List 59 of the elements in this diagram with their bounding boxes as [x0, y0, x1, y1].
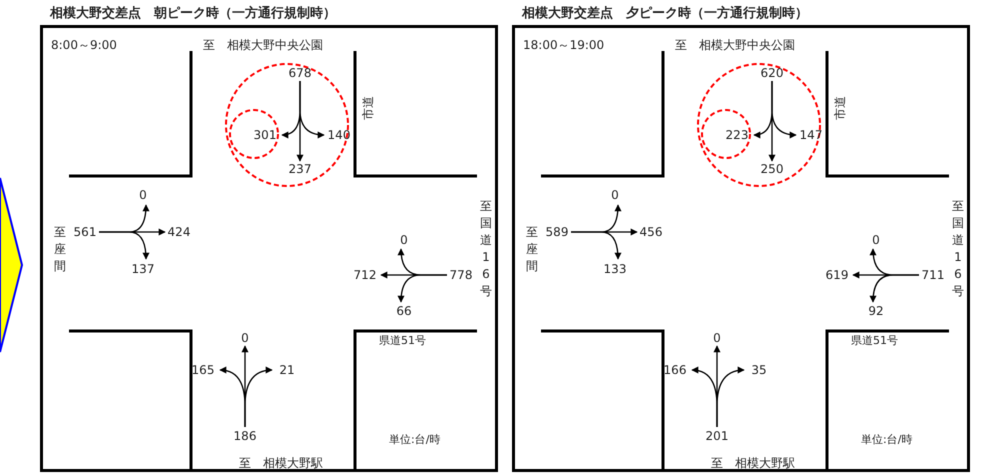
flow-arrow: [99, 231, 150, 260]
flow-arrow: [716, 366, 745, 427]
destination-label: 至座間: [53, 224, 67, 275]
traffic-count: 0: [139, 188, 147, 202]
traffic-count: 186: [234, 429, 256, 443]
flow-arrow: [768, 81, 776, 162]
destination-label: 至 相模大野駅: [711, 456, 795, 470]
destination-label: 至 相模大野中央公園: [675, 38, 795, 52]
traffic-count: 620: [760, 66, 784, 80]
traffic-count: 0: [713, 331, 721, 345]
chevron-shape: [0, 177, 24, 353]
traffic-count: 66: [396, 304, 412, 318]
flow-arrow: [870, 274, 919, 303]
time-range: 18:00～19:00: [523, 38, 604, 52]
flow-arrow: [571, 231, 622, 260]
traffic-count: 35: [751, 363, 767, 377]
traffic-count: 92: [868, 304, 884, 318]
unit-note: 単位:台/時: [389, 433, 440, 447]
road-name: 県道51号: [379, 334, 426, 348]
traffic-count: 21: [279, 363, 295, 377]
traffic-count: 678: [288, 66, 312, 80]
traffic-count: 137: [132, 262, 154, 276]
traffic-count: 0: [400, 233, 408, 247]
traffic-count: 140: [328, 128, 350, 142]
destination-label: 至 相模大野駅: [239, 456, 323, 470]
road-name: 県道51号: [851, 334, 898, 348]
traffic-count: 223: [726, 128, 748, 142]
traffic-count: 250: [760, 162, 784, 176]
traffic-count: 0: [872, 233, 880, 247]
time-range: 8:00～9:00: [51, 38, 117, 52]
traffic-count: 201: [706, 429, 728, 443]
destination-label: 至国道16号: [479, 198, 493, 300]
destination-label: 至国道16号: [951, 198, 965, 300]
traffic-count: 424: [168, 225, 190, 239]
destination-label: 至 相模大野中央公園: [203, 38, 323, 52]
traffic-count: 711: [922, 268, 944, 282]
road-name: 市道: [361, 96, 375, 120]
traffic-count: 301: [254, 128, 276, 142]
flow-arrow: [398, 274, 447, 303]
traffic-count: 0: [611, 188, 619, 202]
traffic-count: 589: [546, 225, 568, 239]
traffic-count: 166: [664, 363, 686, 377]
flow-arrow: [296, 81, 304, 162]
traffic-count: 0: [241, 331, 249, 345]
traffic-count: 165: [192, 363, 214, 377]
unit-note: 単位:台/時: [861, 433, 912, 447]
traffic-count: 619: [826, 268, 848, 282]
panel-title: 相模大野交差点 朝ピーク時（一方通行規制時）: [50, 4, 336, 22]
traffic-count: 778: [450, 268, 472, 282]
traffic-count: 712: [354, 268, 376, 282]
flow-arrow: [244, 366, 273, 427]
destination-label: 至座間: [525, 224, 539, 275]
road-name: 市道: [833, 96, 847, 120]
traffic-count: 237: [288, 162, 312, 176]
traffic-count: 456: [640, 225, 662, 239]
traffic-count: 561: [74, 225, 96, 239]
panel-title: 相模大野交差点 夕ピーク時（一方通行規制時）: [522, 4, 808, 22]
traffic-count: 133: [604, 262, 626, 276]
traffic-count: 147: [800, 128, 822, 142]
